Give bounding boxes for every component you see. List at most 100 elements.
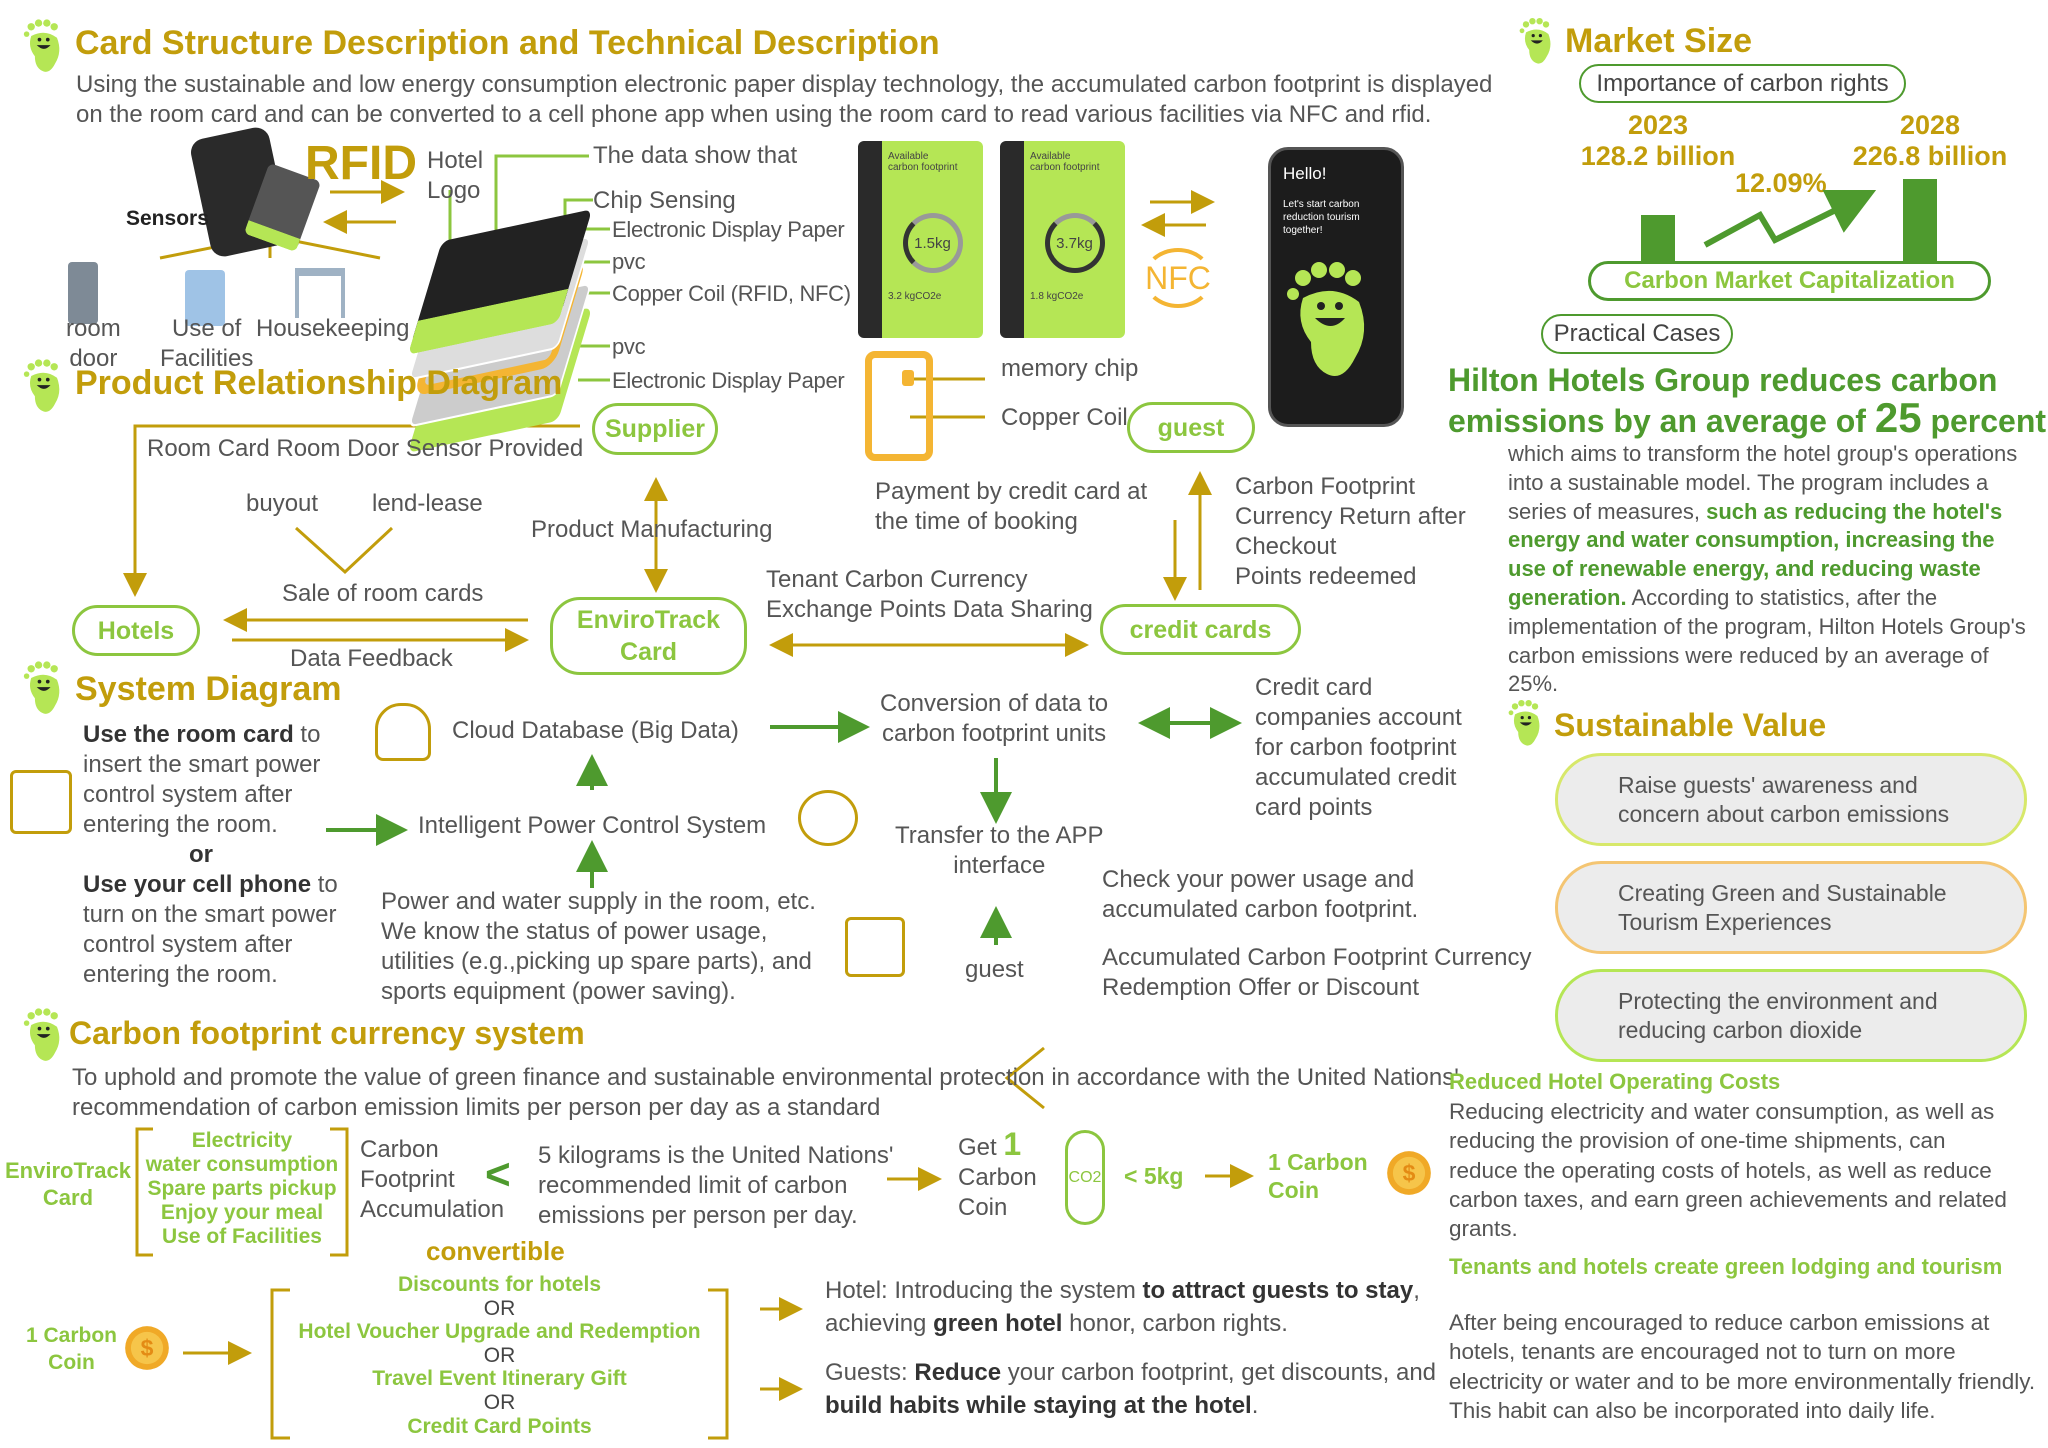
label-buyout: buyout: [246, 490, 319, 517]
growth-rate: 12.09%: [1735, 168, 1827, 198]
memory-chip-icon: [902, 370, 914, 386]
label-feedback: Data Feedback: [290, 645, 453, 672]
section-title-card-structure: Card Structure Description and Technical…: [75, 24, 940, 62]
section-title-relationship: Product Relationship Diagram: [75, 364, 563, 402]
guest-benefit-text: Guests: Reduce your carbon footprint, ge…: [825, 1359, 1437, 1419]
less-than-symbol: <: [485, 1150, 511, 1199]
convertible-label: convertible: [426, 1236, 565, 1266]
layer-label: The data show that: [593, 142, 798, 169]
bar-2023: [1641, 215, 1675, 262]
coin-icon: [124, 1325, 170, 1371]
memory-chip-label: memory chip: [1001, 355, 1139, 382]
node-hotels: Hotels: [72, 605, 200, 656]
cloud-database-label: Cloud Database (Big Data): [452, 717, 739, 744]
hotel-benefit-text: Hotel: Introducing the system to attract…: [825, 1277, 1420, 1337]
label-sensor-provided: Room Card Room Door Sensor Provided: [147, 435, 584, 462]
label-lend-lease: lend-lease: [372, 490, 483, 517]
growth-arrow-icon: [1703, 190, 1877, 248]
washing-machine-icon: [185, 270, 225, 326]
coin-icon: [1386, 1150, 1432, 1196]
nfc-icon: NFC: [1143, 248, 1213, 308]
cloud-database-icon: [375, 703, 431, 761]
market-cap-pill: Carbon Market Capitalization: [1588, 261, 1991, 301]
footprint-gauge: 3.7kg: [1044, 213, 1105, 273]
label-manufacturing: Product Manufacturing: [531, 516, 773, 543]
layer-label: Electronic Display Paper: [612, 368, 845, 393]
node-supplier: Supplier: [592, 403, 718, 455]
phone-card-icon: [845, 917, 905, 977]
currency-intro: To uphold and promote the value of green…: [72, 1064, 1459, 1091]
sensors-label: Sensors: [126, 207, 209, 230]
layer-label: pvc: [612, 334, 646, 359]
mascot-icon: [22, 358, 68, 416]
chip-card-outline: [865, 351, 933, 461]
layer-label: Chip Sensing: [593, 187, 736, 214]
guest-label: guest: [965, 956, 1024, 983]
costs-paragraph: Reducing electricity and water consumpti…: [1449, 1099, 2007, 1242]
mascot-icon: [1283, 247, 1383, 397]
facility-housekeeping: Housekeeping: [256, 315, 410, 342]
mascot-icon: [22, 660, 68, 718]
intro-line-2: on the room card and can be converted to…: [76, 101, 1432, 128]
hilton-paragraph: which aims to transform the hotel group'…: [1508, 441, 2026, 697]
rfid-label: RFID: [305, 137, 417, 190]
node-credit-cards: credit cards: [1100, 604, 1301, 655]
section-title-system: System Diagram: [75, 670, 342, 708]
importance-pill: Importance of carbon rights: [1579, 64, 1906, 103]
globe-monitor-icon: [798, 790, 858, 846]
node-guest: guest: [1127, 402, 1255, 453]
under-5kg-label: < 5kg: [1124, 1163, 1184, 1189]
card-reader-icon: [10, 770, 72, 834]
costs-heading: Reduced Hotel Operating Costs: [1449, 1069, 1781, 1094]
housekeeping-cart-icon: [295, 268, 345, 318]
un-limit-text: 5 kilograms is the United Nations'recomm…: [538, 1142, 894, 1229]
mascot-icon: [1518, 15, 1558, 69]
tourism-heading: Tenants and hotels create green lodging …: [1449, 1254, 2003, 1279]
tourism-paragraph: After being encouraged to reduce carbon …: [1449, 1310, 2036, 1423]
section-title-market: Market Size: [1565, 22, 1753, 60]
power-water-text: Power and water supply in the room, etc.…: [381, 888, 816, 1005]
mascot-icon: [22, 18, 68, 76]
layer-label: Electronic Display Paper: [612, 217, 845, 242]
practical-cases-pill: Practical Cases: [1541, 314, 1733, 354]
layer-label: pvc: [612, 249, 646, 274]
section-title-currency: Carbon footprint currency system: [69, 1015, 585, 1051]
section-title-sustainable: Sustainable Value: [1554, 707, 1827, 743]
layer-label: Copper Coil (RFID, NFC): [612, 281, 851, 306]
door-lock-icon: [68, 262, 98, 324]
copper-coil-label: Copper Coil: [1001, 404, 1128, 431]
mascot-icon: [1507, 697, 1547, 751]
power-control-label: Intelligent Power Control System: [418, 812, 767, 839]
label-sale: Sale of room cards: [282, 580, 484, 607]
intro-line-1: Using the sustainable and low energy con…: [76, 71, 1493, 98]
bar-2028: [1903, 179, 1937, 262]
mascot-icon: [22, 1007, 68, 1065]
co2-footprint-icon: CO2: [1065, 1130, 1105, 1225]
